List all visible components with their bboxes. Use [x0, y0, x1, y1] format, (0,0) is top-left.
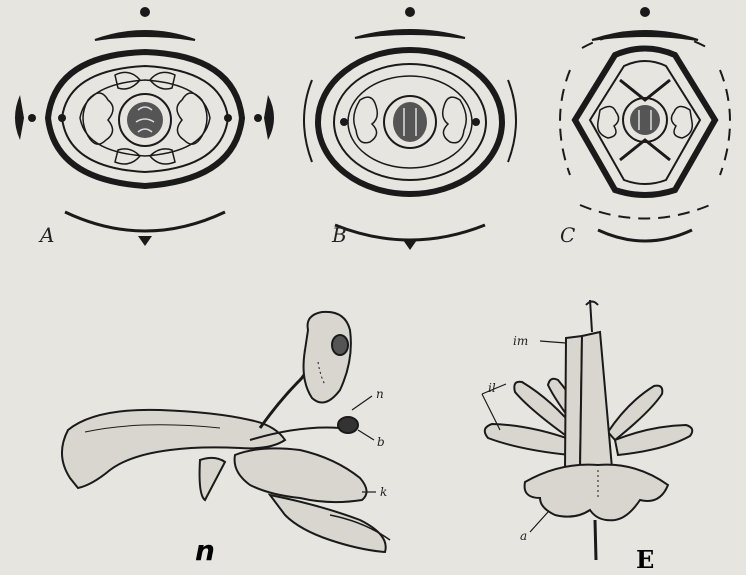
right-arc: [508, 80, 516, 162]
anther-b: [338, 417, 358, 433]
leader-im: [540, 341, 566, 343]
rostellum: [200, 458, 225, 500]
figure-n-label: n: [195, 534, 215, 567]
right-stamen: [443, 97, 467, 143]
right-stamen: [177, 93, 207, 144]
axis-dot: [140, 7, 150, 17]
floral-diagram-a: [15, 7, 274, 246]
lower-bract: [335, 225, 485, 240]
leader-a: [530, 512, 548, 532]
axis-dot: [405, 7, 415, 17]
label-a: A: [38, 223, 54, 247]
pollinium: [304, 312, 351, 403]
leader-b: [358, 430, 374, 440]
lower-lobes: [270, 495, 386, 552]
part-label-a: a: [520, 529, 527, 543]
stalk: [595, 520, 596, 560]
upper-bract: [95, 31, 195, 40]
floral-diagram-b: [304, 7, 516, 250]
upper-bract: [592, 31, 698, 40]
upper-bract: [355, 30, 465, 38]
floral-diagram-c: [560, 7, 730, 241]
style-tip: [586, 300, 598, 332]
left-bracteole: [15, 95, 24, 140]
part-label-im: im: [513, 334, 528, 348]
left-stamen: [83, 93, 113, 144]
left-arc: [304, 80, 312, 162]
part-label-n: n: [376, 387, 384, 401]
leader-n: [352, 396, 372, 410]
left-stamen: [598, 106, 619, 138]
right-bracteole: [264, 95, 274, 140]
figure-n-drawing: [62, 312, 390, 552]
part-label-b: b: [377, 435, 385, 449]
right-stamen: [671, 106, 692, 138]
label-c: C: [560, 223, 575, 247]
lower-bract: [598, 230, 692, 241]
lower-bract: [65, 212, 225, 231]
figure-e-label: E: [636, 545, 654, 574]
label-b: B: [331, 223, 347, 247]
part-label-il: il: [488, 381, 496, 395]
axis-dot: [640, 7, 650, 17]
lip-a: [525, 465, 668, 521]
left-stamen: [354, 97, 378, 143]
part-label-k: k: [380, 485, 387, 499]
stalk: [260, 350, 308, 428]
column-body: [235, 448, 367, 502]
